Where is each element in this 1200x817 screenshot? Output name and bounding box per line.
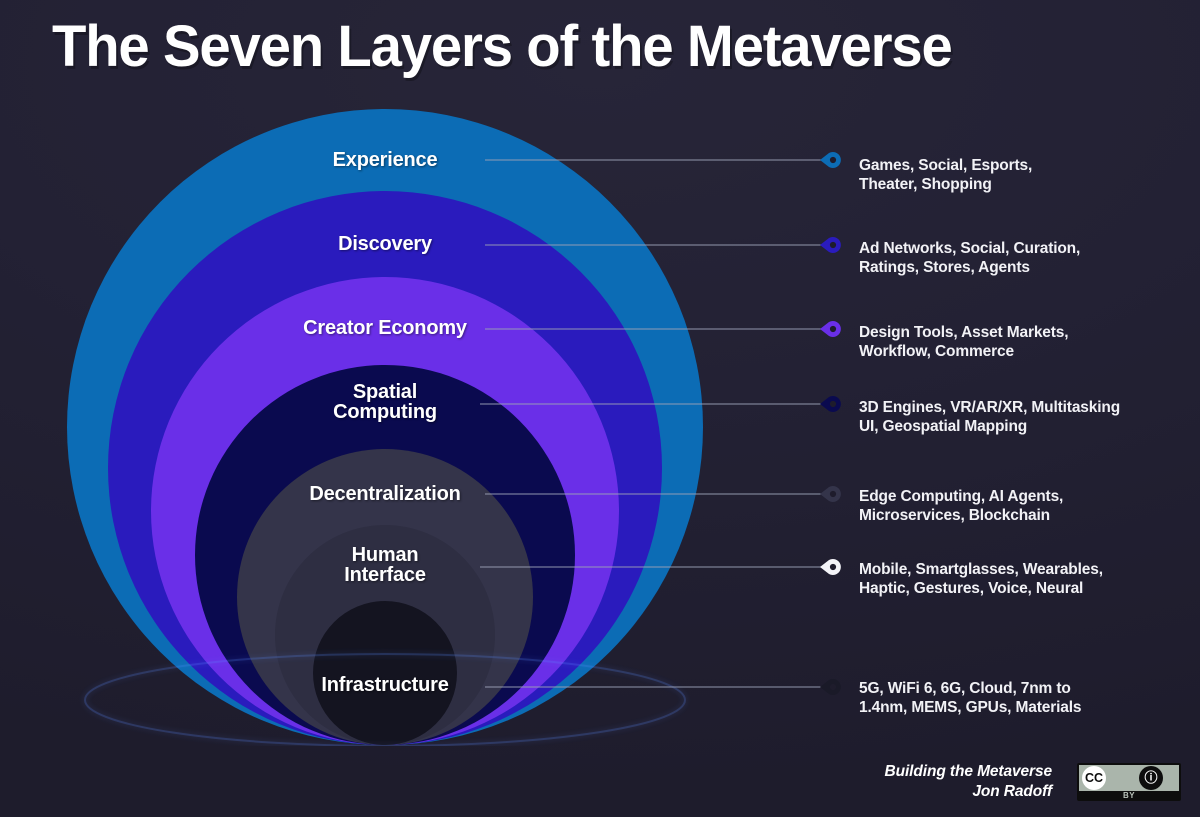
layer-description-discovery: Ad Networks, Social, Curation, Ratings, …: [859, 240, 1081, 276]
creative-commons-icon: CC: [1082, 766, 1106, 790]
pin-center: [829, 683, 837, 691]
creative-commons-badge: CC ⓘ BY: [1077, 763, 1181, 801]
badge-by-label: BY: [1122, 791, 1136, 800]
pin-center: [829, 563, 837, 571]
layer-ring-infrastructure[interactable]: [313, 601, 457, 745]
attribution-person-icon: ⓘ: [1139, 766, 1163, 790]
pin-center: [829, 490, 837, 498]
pin-icon[interactable]: [820, 237, 841, 253]
pin-icon[interactable]: [820, 396, 841, 412]
layer-description-experience: Games, Social, Esports, Theater, Shoppin…: [859, 157, 1033, 193]
pin-icon[interactable]: [820, 679, 841, 695]
pin-icon[interactable]: [820, 152, 841, 168]
pin-icon[interactable]: [820, 486, 841, 502]
layer-ring-reflection: [313, 747, 457, 817]
pin-icon[interactable]: [820, 559, 841, 575]
page-title: The Seven Layers of the Metaverse: [52, 14, 953, 79]
layer-description-spatial-computing: 3D Engines, VR/AR/XR, Multitasking UI, G…: [859, 399, 1121, 435]
pin-icon[interactable]: [820, 321, 841, 337]
attribution-credit: Building the Metaverse Jon Radoff: [884, 763, 1053, 800]
pin-center: [829, 156, 837, 164]
pin-center: [829, 400, 837, 408]
layer-description-decentralization: Edge Computing, AI Agents, Microservices…: [859, 488, 1064, 524]
layer-description-human-interface: Mobile, Smartglasses, Wearables, Haptic,…: [859, 561, 1103, 597]
pin-center: [829, 325, 837, 333]
pin-center: [829, 241, 837, 249]
layer-description-infrastructure: 5G, WiFi 6, 6G, Cloud, 7nm to 1.4nm, MEM…: [859, 680, 1082, 716]
layer-description-creator-economy: Design Tools, Asset Markets, Workflow, C…: [859, 324, 1069, 360]
